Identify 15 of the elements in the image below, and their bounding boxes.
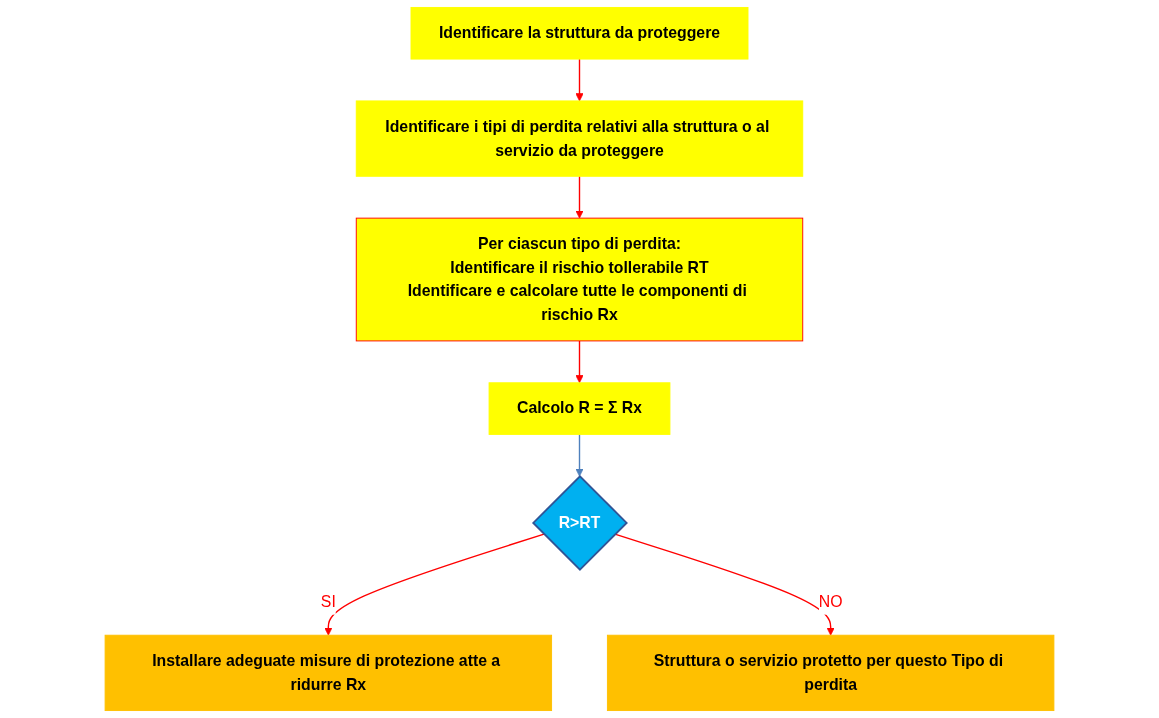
node-box: Installare adeguate misure di protezione atte a ridurre Rx [104, 634, 553, 712]
arrow [324, 533, 545, 636]
node-box: Calcolo R = Σ Rx [488, 382, 671, 435]
edge-label: NO [818, 593, 843, 612]
arrow [575, 433, 584, 477]
arrow [575, 340, 584, 384]
arrow [575, 175, 584, 219]
node-box: Per ciascun tipo di perdita: Identificare il rischio tollerabile RT Identificare e calcolare tutte le componenti di rischio Rx [355, 217, 804, 342]
edge-label: SI [320, 593, 336, 612]
node-box: Struttura o servizio protetto per questo Tipo di perdita [606, 634, 1055, 712]
arrow [614, 533, 835, 636]
node-box: Identificare la struttura da proteggere [410, 6, 749, 60]
node-box: Identificare i tipi di perdita relativi alla struttura o al servizio da proteggere [355, 100, 804, 177]
arrow [575, 58, 584, 102]
node-diamond: R>RT [531, 474, 628, 571]
